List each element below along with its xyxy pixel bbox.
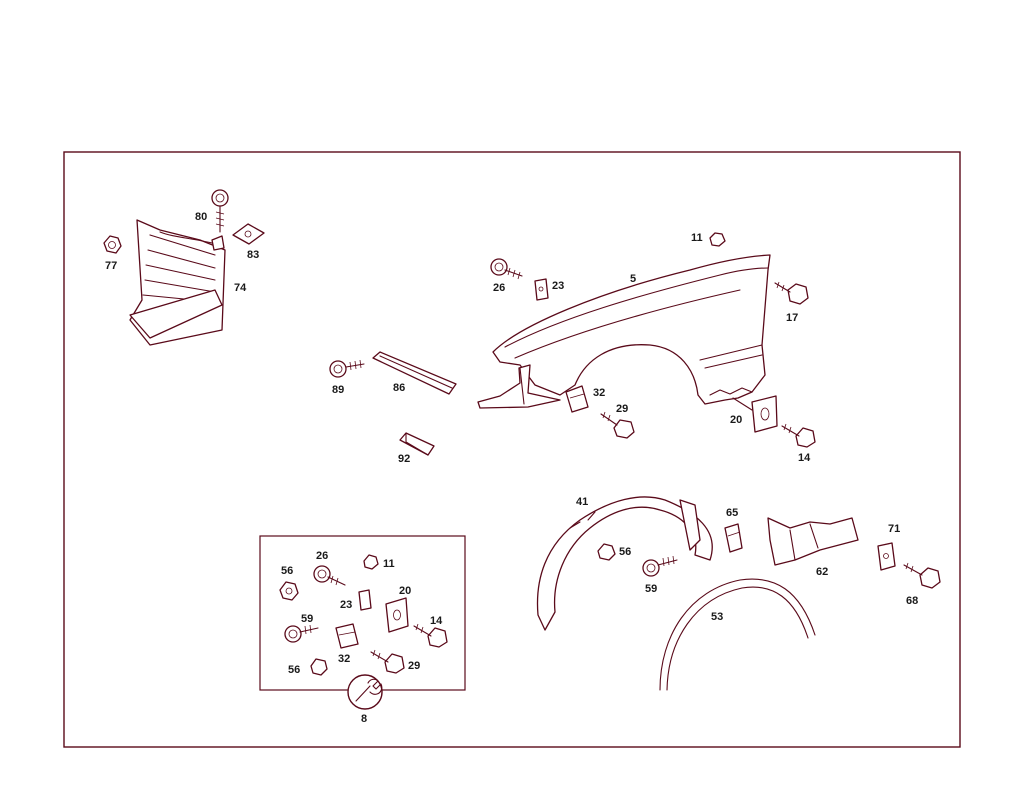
clip-65 <box>724 523 743 553</box>
label-77: 77 <box>105 260 117 272</box>
kit-label-59: 59 <box>301 613 313 625</box>
part-62-splash-guard <box>767 517 859 566</box>
label-26: 26 <box>493 282 505 294</box>
label-62: 62 <box>816 566 828 578</box>
nut-77 <box>103 235 122 254</box>
label-59: 59 <box>645 583 657 595</box>
kit-label-26: 26 <box>316 550 328 562</box>
nut-56 <box>597 543 616 561</box>
kit-nut-56b <box>310 658 328 676</box>
label-17: 17 <box>786 312 798 324</box>
clip-71 <box>877 542 896 571</box>
label-23: 23 <box>552 280 564 292</box>
label-65: 65 <box>726 507 738 519</box>
bolt-29 <box>600 411 635 439</box>
strip-86 <box>372 351 457 395</box>
kit-bolt-26 <box>313 565 346 586</box>
label-92: 92 <box>398 453 410 465</box>
kit-bolt-14 <box>413 623 448 648</box>
part-53-wheel-arch-trim <box>659 578 816 691</box>
wrench-icon <box>347 674 383 710</box>
label-56: 56 <box>619 546 631 558</box>
kit-bolt-59 <box>284 624 319 643</box>
clip-32 <box>565 385 589 413</box>
kit-label-20: 20 <box>399 585 411 597</box>
clip-20 <box>732 395 778 433</box>
label-83: 83 <box>247 249 259 261</box>
label-5: 5 <box>630 273 636 285</box>
bolt-68 <box>903 562 941 589</box>
part-41-wheelhouse-liner <box>536 496 713 631</box>
label-11: 11 <box>691 232 703 244</box>
kit-label-32: 32 <box>338 653 350 665</box>
clip-23 <box>534 278 549 301</box>
kit-label-56b: 56 <box>288 664 300 676</box>
bolt-80 <box>211 189 229 233</box>
part-74-bracket <box>129 219 226 346</box>
kit-label-8: 8 <box>361 713 367 725</box>
kit-bolt-11 <box>363 554 379 570</box>
bolt-89 <box>329 359 365 378</box>
block-92 <box>399 432 435 456</box>
bolt-14 <box>781 423 816 448</box>
label-53: 53 <box>711 611 723 623</box>
kit-bolt-29 <box>370 649 405 674</box>
label-89: 89 <box>332 384 344 396</box>
kit-label-29: 29 <box>408 660 420 672</box>
kit-label-11: 11 <box>383 558 395 570</box>
kit-clip-23 <box>358 589 372 611</box>
label-14: 14 <box>798 452 811 464</box>
label-41: 41 <box>576 496 588 508</box>
kit-nut-56a <box>279 581 299 601</box>
label-32: 32 <box>593 387 605 399</box>
label-29: 29 <box>616 403 628 415</box>
bolt-26 <box>490 258 523 280</box>
kit-label-14: 14 <box>430 615 443 627</box>
bolt-17 <box>774 281 809 305</box>
part-5-fender <box>477 254 771 409</box>
label-20: 20 <box>730 414 742 426</box>
clip-83 <box>232 223 265 245</box>
label-86: 86 <box>393 382 405 394</box>
kit-label-56a: 56 <box>281 565 293 577</box>
label-80: 80 <box>195 211 207 223</box>
label-71: 71 <box>888 523 900 535</box>
bolt-11 <box>709 232 726 247</box>
kit-clip-20 <box>385 597 409 633</box>
kit-label-23: 23 <box>340 599 352 611</box>
diagram-frame <box>63 151 961 748</box>
label-74: 74 <box>234 282 247 294</box>
label-68: 68 <box>906 595 918 607</box>
bolt-59 <box>642 555 678 577</box>
kit-clip-32 <box>335 623 359 649</box>
